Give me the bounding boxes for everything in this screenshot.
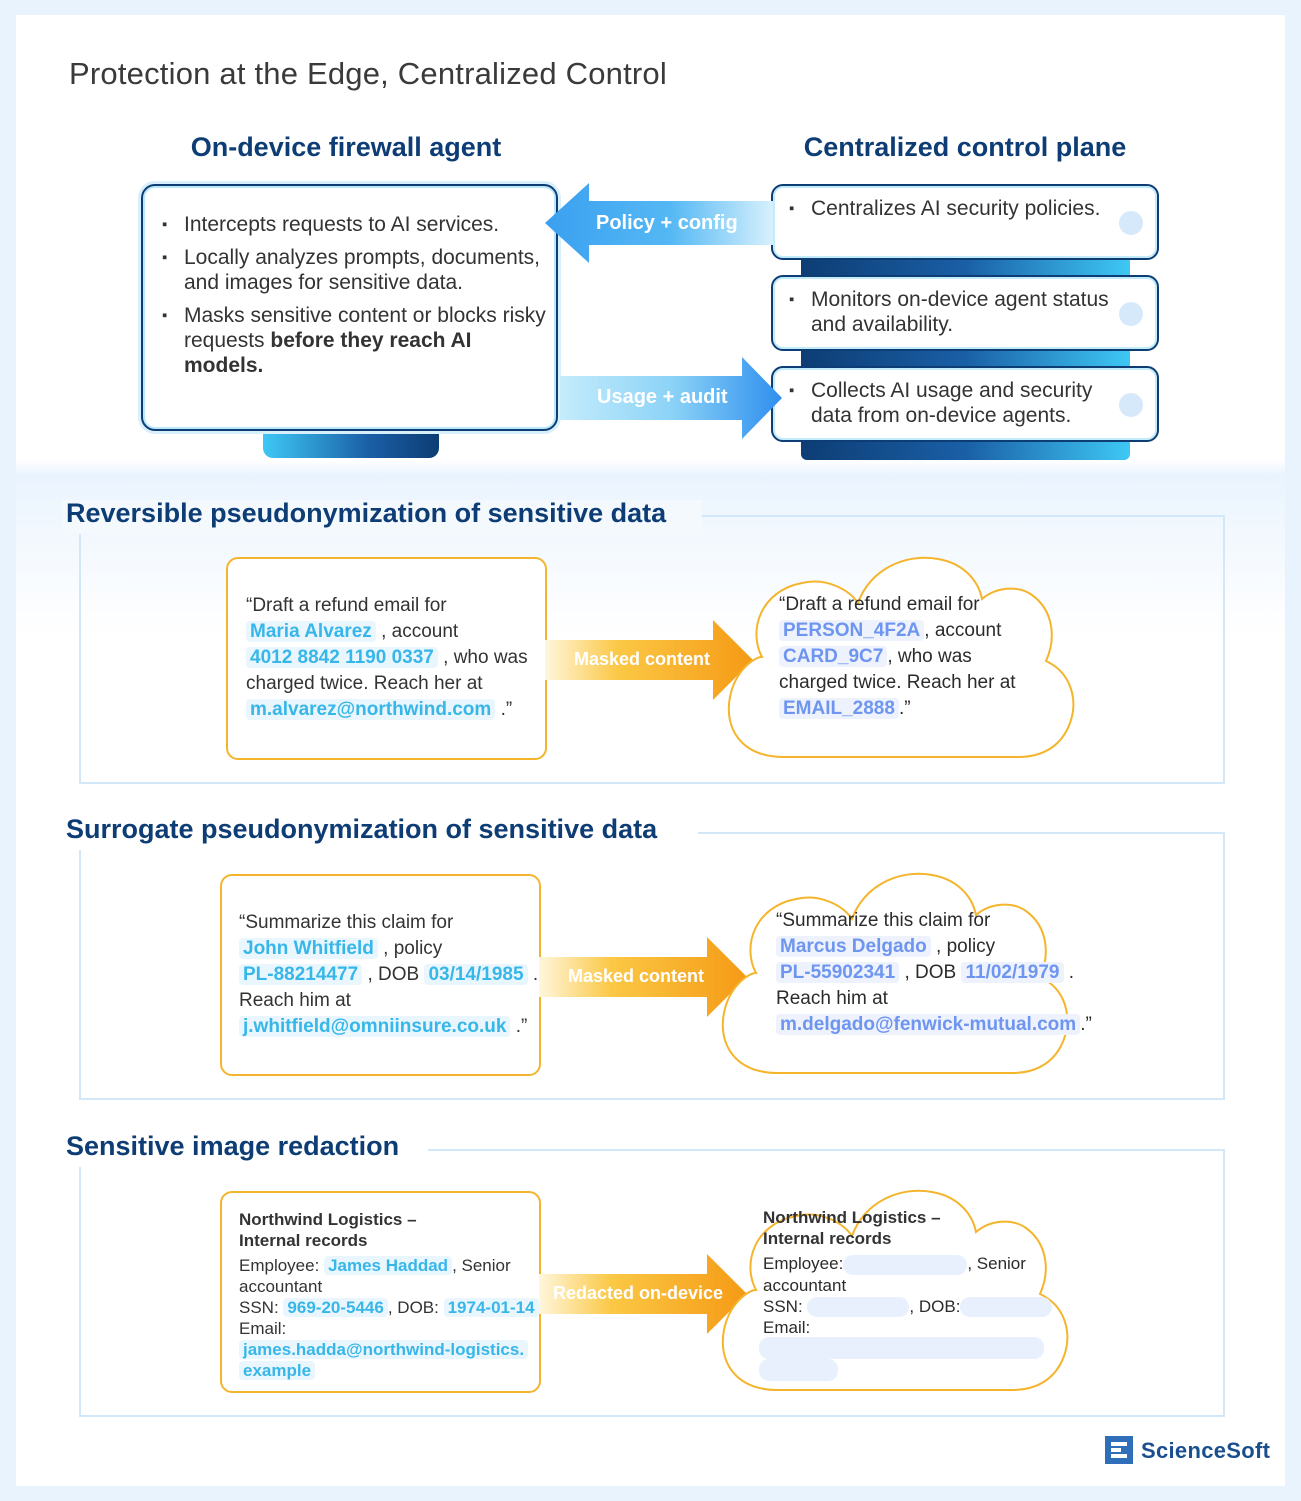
control-card-monitoring: Monitors on-device agent status and avai… — [771, 275, 1159, 351]
sensitive-employee: James Haddad — [324, 1256, 453, 1275]
page-title: Protection at the Edge, Centralized Cont… — [69, 56, 667, 91]
token-person: PERSON_4F2A — [779, 620, 925, 641]
control-card-collection: Collects AI usage and security data from… — [771, 366, 1159, 442]
sensitive-email: james.hadda@northwind-logistics. — [239, 1340, 529, 1359]
status-led-icon — [1119, 211, 1143, 235]
masked-arrow-icon — [545, 620, 753, 700]
surrogate-email: m.delgado@fenwick-mutual.com — [776, 1014, 1081, 1035]
surrogate-masked-prompt: “Summarize this claim for Marcus Delgado… — [776, 910, 1092, 1035]
surrogate-dob: 11/02/1979 — [961, 962, 1064, 983]
redaction-bar — [759, 1359, 838, 1381]
reversible-source-prompt: “Draft a refund email for Maria Alvarez … — [226, 557, 547, 760]
control-card-policies: Centralizes AI security policies. — [771, 184, 1159, 260]
agent-bullets: Intercepts requests to AI services. Loca… — [148, 212, 548, 386]
agent-bullet: Masks sensitive content or blocks risky … — [148, 303, 548, 378]
redaction-bar — [807, 1297, 910, 1318]
sensitive-dob: 1974-01-14 — [443, 1298, 539, 1317]
sensitive-card: 4012 8842 1190 0337 — [246, 647, 438, 668]
surrogate-name: Marcus Delgado — [776, 936, 931, 957]
policy-arrow-label: Policy + config — [596, 212, 738, 234]
image-source-record: Northwind Logistics – Internal records E… — [220, 1191, 541, 1393]
surrogate-policy: PL-55902341 — [776, 962, 900, 983]
redaction-bar — [960, 1297, 1053, 1318]
image-section-title: Sensitive image redaction — [66, 1131, 400, 1161]
image-redacted-record: Northwind Logistics – Internal records E… — [763, 1207, 1063, 1338]
redacted-arrow-label: Redacted on-device — [553, 1283, 724, 1303]
usage-arrow-label: Usage + audit — [597, 386, 728, 408]
image-section-frame — [79, 1149, 1225, 1417]
usage-arrow-icon — [560, 357, 782, 439]
reversible-section-title: Reversible pseudonymization of sensitive… — [66, 498, 667, 528]
sensitive-name: Maria Alvarez — [246, 621, 376, 642]
surrogate-source-prompt: “Summarize this claim for John Whitfield… — [220, 874, 541, 1076]
masked-arrow-label: Masked content — [568, 966, 705, 986]
agent-bullet: Intercepts requests to AI services. — [148, 212, 548, 237]
sensitive-email: j.whitfield@omniinsure.co.uk — [239, 1016, 511, 1037]
sensitive-ssn: 969-20-5446 — [283, 1298, 388, 1317]
redacted-arrow-icon — [539, 1254, 747, 1334]
token-email: EMAIL_2888 — [779, 698, 899, 719]
sensitive-dob: 03/14/1985 — [424, 964, 528, 985]
masked-arrow-label: Masked content — [574, 649, 711, 669]
agent-heading: On-device firewall agent — [190, 132, 502, 162]
sensitive-email: m.alvarez@northwind.com — [246, 699, 496, 720]
monitor-stand — [263, 434, 439, 458]
redaction-bar — [759, 1337, 1044, 1359]
status-led-icon — [1119, 393, 1143, 417]
masked-arrow-icon — [539, 937, 747, 1017]
token-card: CARD_9C7 — [779, 646, 888, 667]
sensitive-name: John Whitfield — [239, 938, 378, 959]
status-led-icon — [1119, 302, 1143, 326]
sciencesoft-logo-icon — [1105, 1436, 1133, 1464]
redaction-bar — [843, 1254, 968, 1275]
sciencesoft-logo-text: ScienceSoft — [1141, 1438, 1271, 1463]
agent-bullet-emphasis: before they reach AI models. — [184, 329, 472, 377]
agent-bullet: Locally analyzes prompts, documents, and… — [148, 245, 548, 295]
sensitive-policy: PL-88214477 — [239, 964, 363, 985]
surrogate-section-title: Surrogate pseudonymization of sensitive … — [66, 814, 658, 844]
reversible-masked-prompt: “Draft a refund email for PERSON_4F2A, a… — [779, 594, 1016, 719]
policy-arrow-icon — [545, 183, 773, 263]
control-heading: Centralized control plane — [803, 132, 1127, 162]
